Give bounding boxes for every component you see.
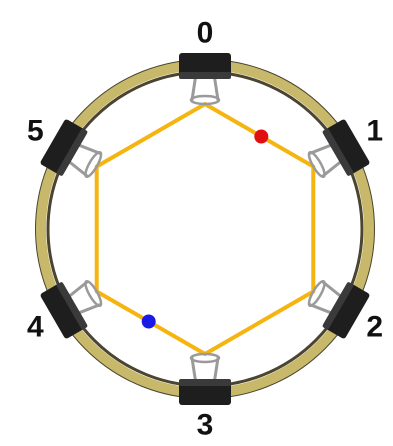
hoop-ring xyxy=(37,61,373,397)
hoop-ring-body xyxy=(41,65,369,393)
clip-label-2: 2 xyxy=(366,311,383,344)
clip-wire-loop xyxy=(191,96,219,104)
clip-label-1: 1 xyxy=(366,115,383,148)
clip-label-4: 4 xyxy=(27,311,44,344)
hexagon-path xyxy=(97,104,314,354)
clip-label-0: 0 xyxy=(197,17,214,50)
clip-body-shade xyxy=(179,379,231,386)
clip-label-3: 3 xyxy=(197,409,214,442)
blue-dot xyxy=(142,315,156,329)
clip-labels: 0 1 2 3 4 5 xyxy=(27,17,383,442)
binder-clip-0 xyxy=(179,53,231,104)
clip-label-5: 5 xyxy=(27,115,44,148)
marker-dots xyxy=(142,130,269,329)
clip-body-shade xyxy=(179,72,231,79)
red-dot xyxy=(254,130,268,144)
clip-wire-loop xyxy=(191,354,219,362)
binder-clip-3 xyxy=(179,354,231,405)
